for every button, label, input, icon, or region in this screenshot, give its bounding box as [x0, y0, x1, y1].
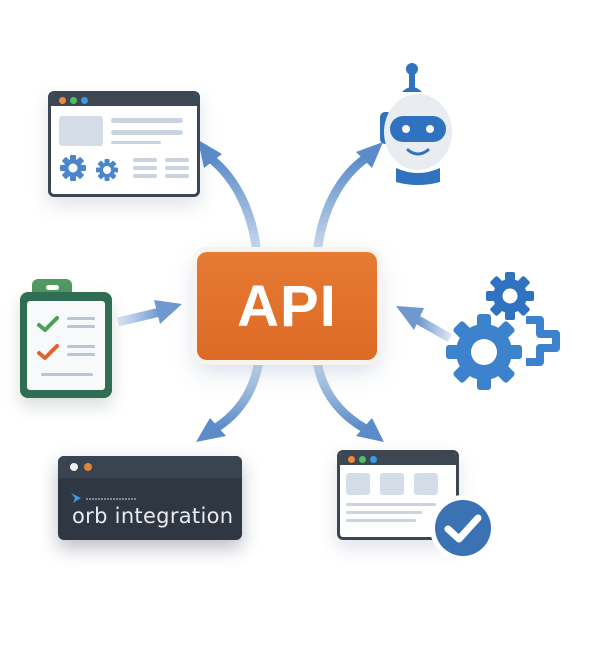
window-title-bar [340, 453, 456, 465]
robot-icon [380, 63, 452, 185]
image-placeholder [59, 116, 103, 146]
text-line [346, 519, 416, 522]
window-dot-orange [348, 455, 355, 463]
task-line [67, 325, 95, 328]
check-green-icon [37, 316, 59, 332]
dashboard-window [48, 91, 200, 197]
arrow-to-chatbot [313, 153, 371, 251]
gears-plus-icon [446, 272, 560, 390]
text-line [111, 141, 161, 144]
list-line [165, 158, 189, 162]
checkmark-badge-icon [430, 495, 496, 561]
arrowhead-chatbot [356, 142, 383, 168]
window-title-bar [51, 94, 197, 106]
arrowhead-verified [356, 418, 384, 442]
api-label: API [237, 273, 337, 339]
task-line [67, 353, 95, 356]
task-line [67, 317, 95, 320]
task-line [67, 345, 95, 348]
image-placeholder [346, 473, 370, 495]
arrow-to-dashboard [205, 153, 261, 251]
arrow-from-checklist [116, 307, 162, 327]
text-line [111, 130, 183, 135]
api-node: API [197, 252, 377, 360]
arrowhead-automation [396, 306, 424, 330]
clipboard-clip-hole [46, 285, 59, 290]
clipboard-paper [27, 301, 105, 390]
window-dot-green [359, 455, 366, 463]
gear-small-icon [96, 159, 118, 181]
list-line [165, 166, 189, 170]
terminal-window: orb integration [58, 456, 242, 540]
arrow-to-verified [313, 361, 369, 433]
check-orange-icon [37, 344, 59, 360]
window-dot-blue [81, 96, 88, 104]
terminal-title-bar [58, 456, 242, 478]
window-dot-blue [370, 455, 377, 463]
window-dot-orange [59, 96, 66, 104]
image-placeholder [380, 473, 404, 495]
clipboard-icon [20, 292, 112, 398]
terminal-dot-white [70, 463, 78, 471]
arrowhead-terminal [196, 418, 226, 442]
list-line [133, 174, 157, 178]
list-line [165, 174, 189, 178]
terminal-text: orb integration [72, 504, 234, 528]
text-line [111, 118, 183, 123]
task-line [41, 373, 93, 376]
gear-icon [60, 155, 86, 181]
image-placeholder [414, 473, 438, 495]
terminal-subtext [86, 498, 136, 500]
arrowhead-checklist [154, 300, 182, 324]
arrow-to-terminal [211, 361, 263, 433]
list-line [133, 158, 157, 162]
text-line [346, 511, 422, 514]
list-line [133, 166, 157, 170]
prompt-icon [71, 493, 81, 503]
arrowhead-dashboard [198, 140, 222, 168]
arrow-from-automation [415, 316, 453, 342]
window-dot-green [70, 96, 77, 104]
text-line [346, 503, 436, 506]
terminal-dot-orange [84, 463, 92, 471]
